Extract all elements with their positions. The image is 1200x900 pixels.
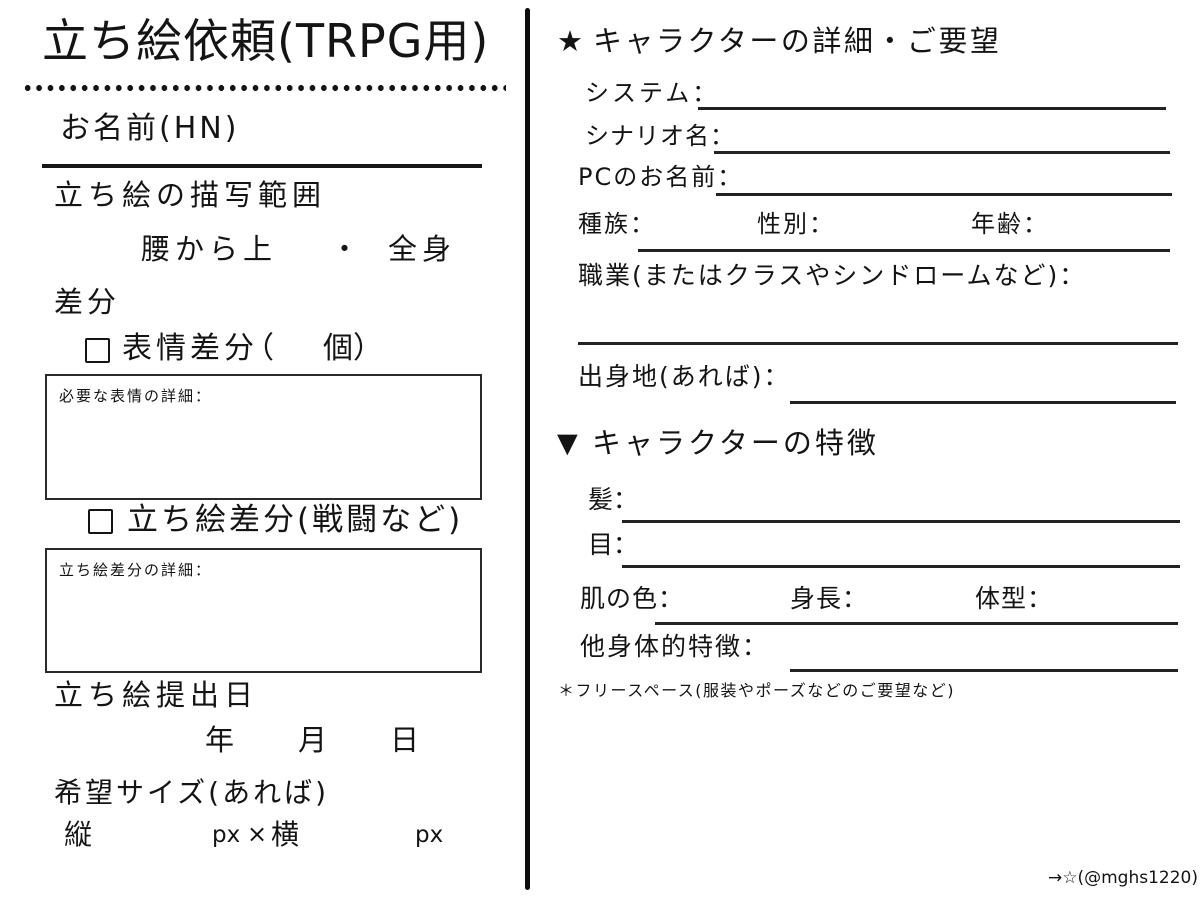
character-details-heading: キャラクターの詳細・ご要望 [593,24,1002,58]
option-separator-dot: ・ [330,232,360,266]
scenario-input-line[interactable] [714,151,1170,154]
race-label: 種族： [578,210,656,238]
expression-count-close: 個） [323,331,383,366]
size-height-label: 縦 [64,818,93,851]
other-features-input-line[interactable] [790,669,1178,672]
eyes-label: 目： [588,530,639,559]
name-hn-label: お名前(HN) [60,111,240,146]
standing-details-box[interactable]: 立ち絵差分の詳細： [45,548,482,673]
submission-date-heading: 立ち絵提出日 [54,678,259,712]
pc-name-label: PCのお名前： [578,163,744,191]
eyes-input-line[interactable] [622,565,1180,568]
system-label: システム： [585,79,720,107]
expression-variant-checkbox[interactable] [85,338,110,363]
character-features-heading: キャラクターの特徴 [592,426,879,460]
option-waist-up[interactable]: 腰から上 [141,232,278,266]
birthplace-label: 出身地(あれば)： [578,362,791,391]
depiction-range-heading: 立ち絵の描写範囲 [54,178,327,212]
birthplace-input-line[interactable] [790,401,1176,404]
expression-count-open: （ [244,331,274,366]
hair-input-line[interactable] [622,520,1180,523]
expression-details-box[interactable]: 必要な表情の詳細： [45,374,482,500]
other-features-label: 他身体的特徴： [580,632,770,661]
pc-name-input-line[interactable] [716,193,1172,196]
job-label: 職業(またはクラスやシンドロームなど)： [578,261,1087,290]
desired-size-heading: 希望サイズ(あれば) [54,776,330,809]
expression-variant-label: 表情差分 [122,331,258,366]
expression-details-label: 必要な表情の詳細： [59,387,213,405]
credit-handle: →☆(@mghs1220) [1048,868,1198,888]
scenario-label: シナリオ名： [585,122,735,150]
variants-heading: 差分 [54,285,121,319]
standing-details-label: 立ち絵差分の詳細： [59,561,213,579]
gender-label: 性別： [757,210,835,238]
standing-variant-checkbox[interactable] [88,509,113,534]
column-divider [525,8,530,890]
size-px-unit-2: px [415,822,444,848]
star-icon: ★ [557,24,583,58]
hair-label: 髪： [588,485,639,514]
size-times-sign: × [247,820,268,848]
triangle-icon: ▼ [557,428,578,459]
standing-variant-label: 立ち絵差分(戦闘など) [127,502,464,538]
system-input-line[interactable] [698,107,1166,110]
race-gender-age-input-line[interactable] [638,249,1170,252]
job-input-line[interactable] [578,342,1178,345]
size-px-unit-1: px [212,822,241,848]
name-input-line[interactable] [42,164,482,168]
day-label: 日 [390,723,420,757]
freespace-input-area[interactable] [540,705,1190,855]
size-width-label: 横 [271,818,300,851]
year-label: 年 [205,723,235,757]
expression-count-input[interactable] [275,336,321,364]
form-title: 立ち絵依頼(TRPG用) [42,14,490,68]
body-type-label: 体型： [975,584,1054,613]
freespace-note: ＊フリースペース(服装やポーズなどのご要望など) [558,681,955,700]
age-label: 年齢： [971,210,1049,238]
skin-color-label: 肌の色： [580,584,685,613]
skin-height-body-input-line[interactable] [655,622,1178,625]
dotted-divider [22,84,506,92]
option-full-body[interactable]: 全身 [388,232,457,266]
month-label: 月 [298,723,328,757]
height-label: 身長： [790,584,869,613]
